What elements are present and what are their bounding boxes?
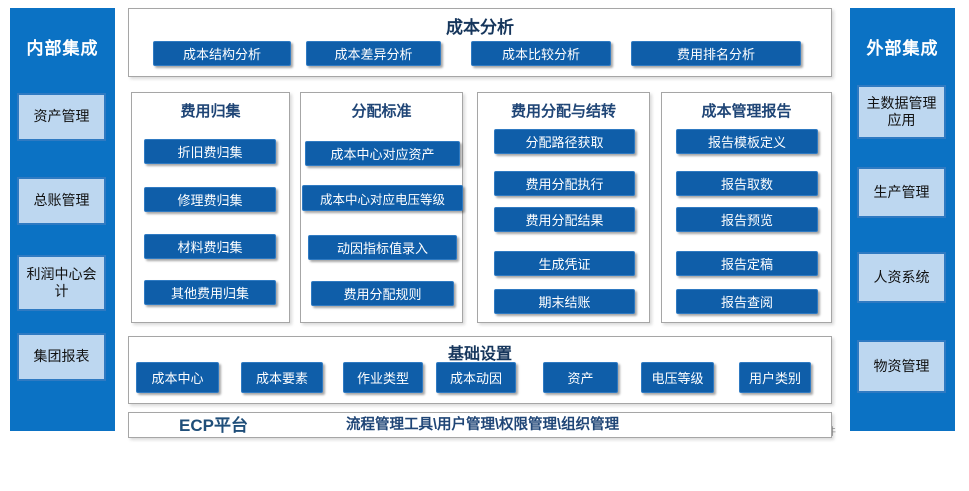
- module-material-fee-collection: 材料费归集: [144, 234, 276, 259]
- module-material-management: 物资管理: [857, 340, 946, 393]
- base-settings-panel: 基础设置 成本中心 成本要素 作业类型 成本动因 资产 电压等级 用户类别: [128, 336, 832, 404]
- module-asset-management: 资产管理: [17, 93, 106, 141]
- module-cost-variance-analysis: 成本差异分析: [306, 41, 441, 66]
- module-report-review: 报告查阅: [676, 289, 818, 314]
- module-cost-element: 成本要素: [241, 362, 323, 393]
- module-voltage-level: 电压等级: [641, 362, 714, 393]
- base-settings-title: 基础设置: [447, 346, 512, 363]
- module-report-finalize: 报告定稿: [676, 251, 818, 276]
- cost-analysis-panel: 成本分析 成本结构分析 成本差异分析 成本比较分析 费用排名分析: [128, 8, 832, 77]
- module-period-end-closing: 期末结账: [494, 289, 635, 314]
- platform-tools-label: 流程管理工具\用户管理\权限管理\组织管理: [346, 417, 620, 433]
- module-activity-type: 作业类型: [343, 362, 423, 393]
- module-report-preview: 报告预览: [676, 207, 818, 232]
- module-expense-allocation-result: 费用分配结果: [494, 207, 635, 232]
- external-integration-title: 外部集成: [866, 39, 939, 58]
- module-expense-ranking-analysis: 费用排名分析: [631, 41, 801, 66]
- ecp-platform-label: ECP平台: [179, 416, 248, 435]
- module-cost-driver: 成本动因: [436, 362, 516, 393]
- module-generate-voucher: 生成凭证: [494, 251, 635, 276]
- module-cost-structure-analysis: 成本结构分析: [153, 41, 291, 66]
- module-driver-indicator-entry: 动因指标值录入: [308, 235, 457, 260]
- allocation-standard-title: 分配标准: [351, 103, 412, 120]
- module-profit-center-accounting: 利润中心会计: [17, 255, 106, 311]
- module-other-fee-collection: 其他费用归集: [144, 280, 276, 305]
- module-report-template-definition: 报告模板定义: [676, 129, 818, 154]
- module-hr-system: 人资系统: [857, 252, 946, 303]
- module-production-management: 生产管理: [857, 167, 946, 218]
- expense-collection-title: 费用归集: [180, 103, 241, 120]
- module-repair-fee-collection: 修理费归集: [144, 187, 276, 212]
- ecp-platform-bar: ECP平台 流程管理工具\用户管理\权限管理\组织管理: [128, 412, 832, 438]
- allocation-carryover-title: 费用分配与结转: [510, 103, 616, 120]
- module-depreciation-collection: 折旧费归集: [144, 139, 276, 164]
- module-master-data-management: 主数据管理应用: [857, 85, 946, 139]
- expense-collection-panel: 费用归集 折旧费归集 修理费归集 材料费归集 其他费用归集: [131, 92, 290, 323]
- allocation-carryover-panel: 费用分配与结转 分配路径获取 费用分配执行 费用分配结果 生成凭证 期末结账: [477, 92, 650, 323]
- module-allocation-path-fetch: 分配路径获取: [494, 129, 635, 154]
- cost-analysis-title: 成本分析: [446, 18, 514, 37]
- internal-integration-title: 内部集成: [26, 39, 99, 58]
- module-cost-center: 成本中心: [136, 362, 219, 393]
- module-general-ledger: 总账管理: [17, 177, 106, 225]
- module-cost-center-asset-mapping: 成本中心对应资产: [305, 141, 460, 166]
- module-report-data-fetch: 报告取数: [676, 171, 818, 196]
- external-integration-sidebar: 外部集成 主数据管理应用 生产管理 人资系统 物资管理: [850, 8, 955, 431]
- internal-integration-sidebar: 内部集成 资产管理 总账管理 利润中心会计 集团报表: [10, 8, 115, 431]
- cost-report-panel: 成本管理报告 报告模板定义 报告取数 报告预览 报告定稿 报告查阅: [661, 92, 832, 323]
- module-user-category: 用户类别: [739, 362, 811, 393]
- module-group-reports: 集团报表: [17, 333, 106, 381]
- allocation-standard-panel: 分配标准 成本中心对应资产 成本中心对应电压等级 动因指标值录入 费用分配规则: [300, 92, 463, 323]
- module-expense-allocation-execute: 费用分配执行: [494, 171, 635, 196]
- cost-report-title: 成本管理报告: [701, 103, 792, 120]
- module-asset: 资产: [543, 362, 618, 393]
- module-cost-center-voltage-mapping: 成本中心对应电压等级: [302, 185, 463, 211]
- module-cost-comparison-analysis: 成本比较分析: [471, 41, 611, 66]
- module-expense-allocation-rules: 费用分配规则: [311, 281, 454, 306]
